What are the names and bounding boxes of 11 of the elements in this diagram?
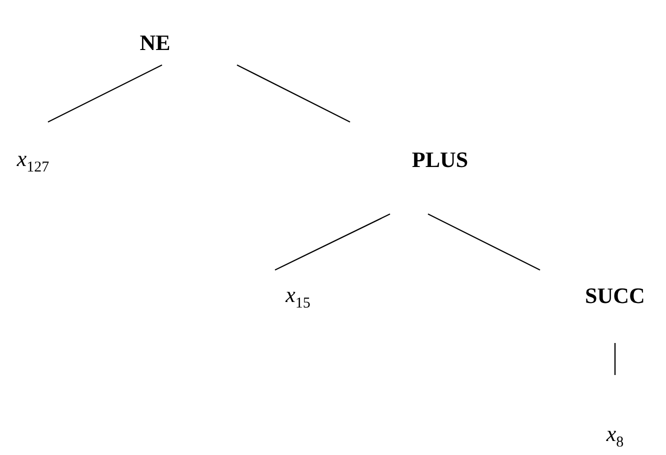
variable-label: x$_{127}$ <box>16 146 50 178</box>
operator-label: PLUS <box>412 147 468 173</box>
tree-edge <box>428 213 540 271</box>
variable-label: x$_{15}$ <box>286 282 310 314</box>
tree-edge <box>236 64 350 123</box>
operator-label: NE <box>140 30 170 56</box>
tree-edge <box>274 213 390 271</box>
operator-label: SUCC <box>585 283 645 309</box>
tree-edge <box>614 343 616 375</box>
variable-label: x$_{8}$ <box>606 421 624 452</box>
tree-edge <box>48 64 162 123</box>
